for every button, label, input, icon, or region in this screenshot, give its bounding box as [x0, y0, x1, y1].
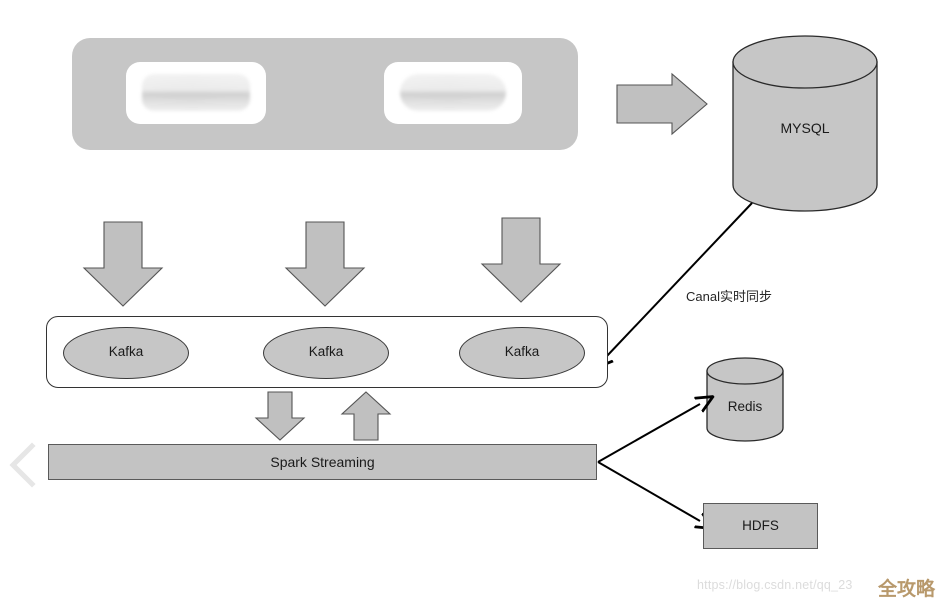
arrow-spark-to-kafka	[340, 391, 392, 441]
arrow-source-to-kafka-3	[480, 217, 562, 303]
kafka-cluster-container: Kafka Kafka Kafka	[46, 316, 608, 388]
kafka-node-label: Kafka	[108, 344, 144, 359]
arrow-source-to-kafka-1	[82, 221, 164, 307]
edge-spark-to-redis	[597, 404, 700, 463]
redacted-content	[400, 74, 506, 111]
edge-mysql-to-kafka	[606, 202, 753, 357]
source-applications-bar	[72, 38, 578, 150]
kafka-node-label: Kafka	[308, 344, 344, 359]
mysql-cylinder	[732, 35, 878, 212]
kafka-node: Kafka	[263, 327, 389, 379]
spark-streaming-node: Spark Streaming	[48, 444, 597, 480]
arrow-kafka-to-spark	[254, 391, 306, 441]
watermark-url: https://blog.csdn.net/qq_23	[697, 578, 853, 592]
spark-streaming-label: Spark Streaming	[270, 454, 375, 470]
hdfs-label: HDFS	[742, 518, 779, 533]
kafka-node: Kafka	[459, 327, 585, 379]
watermark-brand: 全攻略	[878, 579, 936, 600]
redacted-content	[142, 74, 250, 111]
arrow-source-to-kafka-2	[284, 221, 366, 307]
hdfs-node: HDFS	[703, 503, 818, 549]
edge-spark-to-hdfs	[597, 461, 700, 521]
redis-cylinder	[706, 357, 784, 442]
source-card-redacted-1	[126, 62, 266, 124]
chevron-left-icon[interactable]	[6, 440, 40, 490]
kafka-node-label: Kafka	[504, 344, 540, 359]
kafka-node: Kafka	[63, 327, 189, 379]
source-card-redacted-2	[384, 62, 522, 124]
arrow-source-to-mysql	[616, 72, 708, 136]
